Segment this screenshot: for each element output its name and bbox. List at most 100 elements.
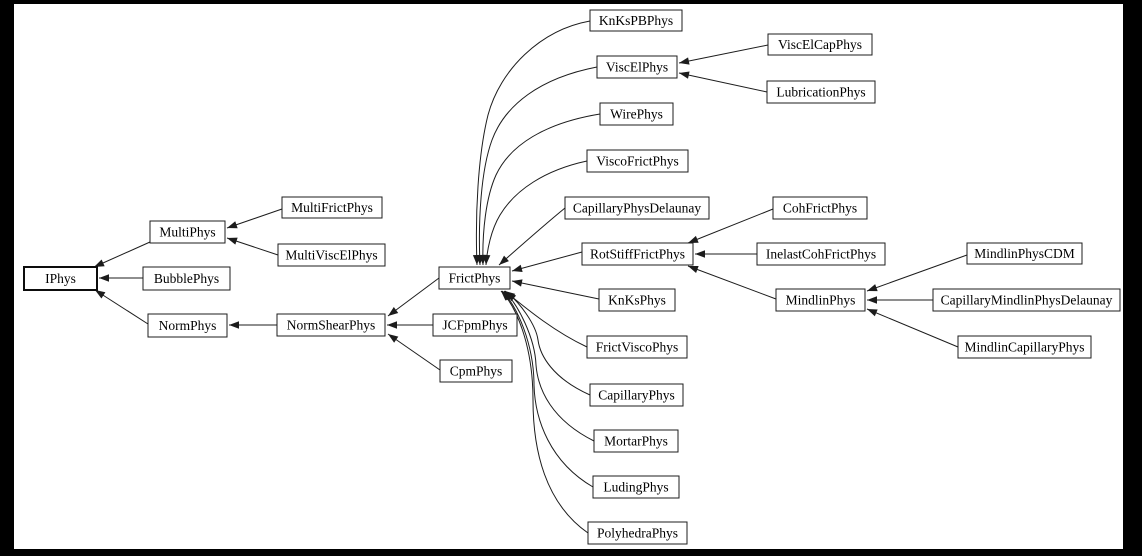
node-box: [598, 288, 676, 312]
node-label: MultiViscElPhys: [285, 248, 377, 263]
node-multiphys[interactable]: MultiPhys: [149, 220, 226, 244]
node-box: [586, 335, 688, 359]
node-box: [599, 102, 674, 126]
node-label: NormPhys: [159, 318, 217, 333]
node-box: [587, 521, 688, 545]
node-cohfrictphys[interactable]: CohFrictPhys: [772, 196, 868, 220]
node-label: WirePhys: [610, 107, 663, 122]
edge-capillaryphysdelaunay-to-frictphys: [498, 207, 566, 266]
edge-capillaryphys-to-frictphys: [504, 290, 591, 396]
node-inelastcohfrictphys[interactable]: InelastCohFrictPhys: [756, 242, 886, 266]
node-capillaryphys[interactable]: CapillaryPhys: [589, 383, 684, 407]
node-label: RotStiffFrictPhys: [590, 247, 685, 262]
edge-knksphys-to-frictphys: [511, 279, 600, 300]
node-normshearphys[interactable]: NormShearPhys: [276, 313, 386, 337]
node-label: JCFpmPhys: [442, 318, 507, 333]
edge-multiphys-to-iphys: [93, 241, 151, 268]
node-bubblephys[interactable]: BubblePhys: [142, 266, 231, 291]
node-label: CapillaryMindlinPhysDelaunay: [941, 293, 1113, 308]
edge-multifrictphys-to-multiphys: [226, 208, 283, 229]
node-rotstifffrictphys[interactable]: RotStiffFrictPhys: [581, 242, 694, 266]
edge-viscelcapphys-to-viscelphys: [678, 44, 769, 65]
node-viscofrictphys[interactable]: ViscoFrictPhys: [586, 149, 689, 173]
node-knkspbphys[interactable]: KnKsPBPhys: [589, 9, 683, 32]
edge-normphys-to-iphys: [94, 289, 149, 325]
node-box: [593, 429, 679, 453]
node-label: ViscElCapPhys: [778, 37, 862, 52]
node-label: IPhys: [45, 271, 76, 286]
node-label: ViscoFrictPhys: [596, 154, 678, 169]
node-box: [767, 33, 873, 56]
node-label: MortarPhys: [604, 434, 668, 449]
node-box: [432, 313, 518, 337]
node-box: [592, 475, 680, 499]
node-mindlinphyscdm[interactable]: MindlinPhysCDM: [966, 242, 1083, 265]
node-label: NormShearPhys: [287, 318, 376, 333]
node-box: [277, 243, 386, 267]
node-box: [766, 80, 876, 104]
node-wirephys[interactable]: WirePhys: [599, 102, 674, 126]
node-label: FrictViscoPhys: [596, 340, 678, 355]
node-label: LudingPhys: [603, 480, 668, 495]
node-label: PolyhedraPhys: [597, 526, 678, 541]
node-mortarphys[interactable]: MortarPhys: [593, 429, 679, 453]
node-box: [564, 196, 710, 220]
node-label: MindlinPhysCDM: [974, 246, 1075, 261]
node-lubricationphys[interactable]: LubricationPhys: [766, 80, 876, 104]
node-label: KnKsPhys: [608, 293, 666, 308]
node-label: MindlinPhys: [786, 293, 856, 308]
node-mindlincapillaryphys[interactable]: MindlinCapillaryPhys: [957, 335, 1092, 359]
edge-rotstifffrictphys-to-frictphys: [511, 251, 583, 272]
node-label: CapillaryPhysDelaunay: [573, 201, 701, 216]
node-capillaryphysdelaunay[interactable]: CapillaryPhysDelaunay: [564, 196, 710, 220]
node-polyhedraphys[interactable]: PolyhedraPhys: [587, 521, 688, 545]
node-box: [147, 313, 228, 338]
edge-mindlinphys-to-rotstifffrictphys: [687, 265, 777, 300]
node-frictphys[interactable]: FrictPhys: [438, 266, 511, 290]
edge-ludingphys-to-frictphys: [501, 290, 594, 488]
node-box: [966, 242, 1083, 265]
node-label: CapillaryPhys: [598, 388, 675, 403]
node-box: [142, 266, 231, 291]
node-layer: IPhys MultiPhys BubblePhys NormPhys Mult…: [23, 9, 1121, 545]
node-mindlinphys[interactable]: MindlinPhys: [775, 288, 866, 312]
edge-lubricationphys-to-viscelphys: [678, 71, 768, 93]
edge-frictphys-to-normshearphys: [387, 277, 440, 317]
edge-cpmphys-to-normshearphys: [387, 333, 441, 371]
node-label: FrictPhys: [449, 271, 501, 286]
node-ludingphys[interactable]: LudingPhys: [592, 475, 680, 499]
node-box: [772, 196, 868, 220]
node-jcfpmphys[interactable]: JCFpmPhys: [432, 313, 518, 337]
node-label: MultiFrictPhys: [291, 200, 373, 215]
node-label: InelastCohFrictPhys: [766, 247, 876, 262]
node-knksphys[interactable]: KnKsPhys: [598, 288, 676, 312]
node-normphys[interactable]: NormPhys: [147, 313, 228, 338]
edge-multiviscelphys-to-multiphys: [226, 237, 279, 256]
node-frictviscophys[interactable]: FrictViscoPhys: [586, 335, 688, 359]
node-box: [957, 335, 1092, 359]
edge-viscofrictphys-to-frictphys: [482, 160, 588, 266]
edge-mortarphys-to-frictphys: [503, 290, 595, 442]
edge-cohfrictphys-to-rotstifffrictphys: [687, 208, 774, 244]
node-viscelphys[interactable]: ViscElPhys: [596, 55, 678, 79]
node-label: MindlinCapillaryPhys: [964, 340, 1084, 355]
node-label: BubblePhys: [154, 271, 219, 286]
node-box: [932, 288, 1121, 312]
edge-layer: [93, 20, 968, 534]
node-iphys[interactable]: IPhys: [23, 266, 98, 291]
node-cpmphys[interactable]: CpmPhys: [439, 359, 513, 383]
node-box: [589, 383, 684, 407]
node-box: [581, 242, 694, 266]
node-box: [149, 220, 226, 244]
node-label: MultiPhys: [159, 225, 215, 240]
node-viscelcapphys[interactable]: ViscElCapPhys: [767, 33, 873, 56]
edge-mindlincapillaryphys-to-mindlinphys: [866, 308, 959, 348]
node-label: CohFrictPhys: [783, 201, 857, 216]
node-capillarymindlinphysdelaunay[interactable]: CapillaryMindlinPhysDelaunay: [932, 288, 1121, 312]
node-multifrictphys[interactable]: MultiFrictPhys: [281, 196, 383, 219]
node-box: [775, 288, 866, 312]
node-box: [276, 313, 386, 337]
node-multiviscelphys[interactable]: MultiViscElPhys: [277, 243, 386, 267]
